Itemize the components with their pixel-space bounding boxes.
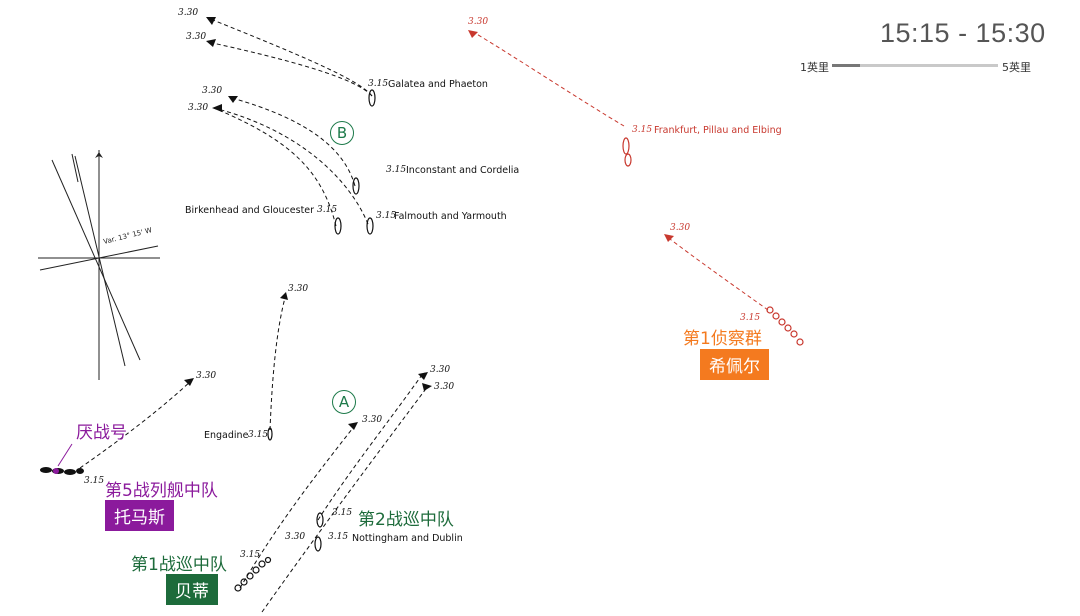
group-second-bc: 第2战巡中队 [358, 510, 454, 530]
ship-label-birkenhead: Birkenhead and Gloucester [185, 205, 315, 216]
scale-bar [832, 64, 998, 67]
track-first-bc [239, 385, 429, 613]
frankfurt-ships [622, 137, 632, 167]
group-first-scouting: 第1侦察群 [683, 329, 762, 349]
red-arrowheads [468, 30, 674, 242]
track-inconstant [213, 97, 369, 227]
light-cruiser-ships [267, 89, 376, 441]
time-label: 3.30 [288, 284, 309, 294]
time-label: 3.15 [84, 476, 105, 486]
time-range-title: 15:15 - 15:30 [880, 18, 1046, 48]
time-label: 3.15 [328, 532, 349, 542]
track-galatea [207, 17, 373, 97]
time-label: 3.15 [332, 508, 353, 518]
time-label: 3.30 [178, 8, 199, 18]
scale-bar-fill [832, 64, 860, 67]
group-fifth-battle: 第5战列舰中队 [105, 481, 218, 501]
compass-rose [38, 150, 160, 380]
north-arrow-icon [95, 152, 103, 158]
time-label: 3.15 [240, 550, 261, 560]
track-hipper [665, 235, 769, 311]
arrowheads [184, 17, 432, 430]
track-fifth-battle [79, 379, 193, 469]
barham-pointer [57, 443, 73, 467]
second-bc-ships [314, 512, 324, 552]
commander-beatty: 贝蒂 [166, 574, 218, 605]
track-engadine [269, 293, 287, 431]
time-label: 3.15 [376, 211, 397, 221]
time-label: 3.15 [368, 79, 389, 89]
time-label: 3.30 [362, 415, 383, 425]
time-label: 3.15 [248, 430, 269, 440]
marker-a: A [332, 390, 356, 414]
time-label: 3.30 [196, 371, 217, 381]
time-label-red: 3.30 [670, 223, 691, 233]
time-label-red: 3.15 [632, 125, 653, 135]
time-label-red: 3.15 [740, 313, 761, 323]
time-label-red: 3.30 [468, 17, 489, 27]
track-second-bc [317, 371, 425, 521]
time-label: 3.15 [386, 165, 407, 175]
ship-label-galatea: Galatea and Phaeton [388, 79, 488, 90]
ship-label-inconstant: Inconstant and Cordelia [406, 165, 520, 176]
first-bc-ships [234, 556, 272, 592]
scale-right-label: 5英里 [1002, 61, 1031, 74]
marker-b: B [330, 121, 354, 145]
ship-label-nottingham: Nottingham and Dublin [352, 533, 463, 544]
scale-left-label: 1英里 [800, 61, 829, 74]
time-label: 3.30 [202, 86, 223, 96]
commander-hipper: 希佩尔 [700, 349, 769, 380]
hipper-ships [766, 306, 804, 346]
track-frankfurt [469, 29, 625, 127]
commander-thomas: 托马斯 [105, 500, 174, 531]
ship-label-frankfurt: Frankfurt, Pillau and Elbing [654, 125, 782, 136]
ship-label-barham: 厌战号 [76, 423, 127, 443]
time-label: 3.15 [317, 205, 338, 215]
time-label: 3.30 [430, 365, 451, 375]
compass-var-label: Var. 13° 15' W [103, 226, 153, 246]
ship-label-engadine: Engadine [204, 430, 249, 441]
barham-marker [53, 468, 59, 474]
time-label: 3.30 [186, 32, 207, 42]
fifth-battle-ships [40, 467, 84, 475]
group-first-bc: 第1战巡中队 [131, 555, 227, 575]
time-label: 3.30 [188, 103, 209, 113]
time-label: 3.30 [285, 532, 306, 542]
ship-label-falmouth: Falmouth and Yarmouth [394, 211, 507, 222]
time-label: 3.30 [434, 382, 455, 392]
